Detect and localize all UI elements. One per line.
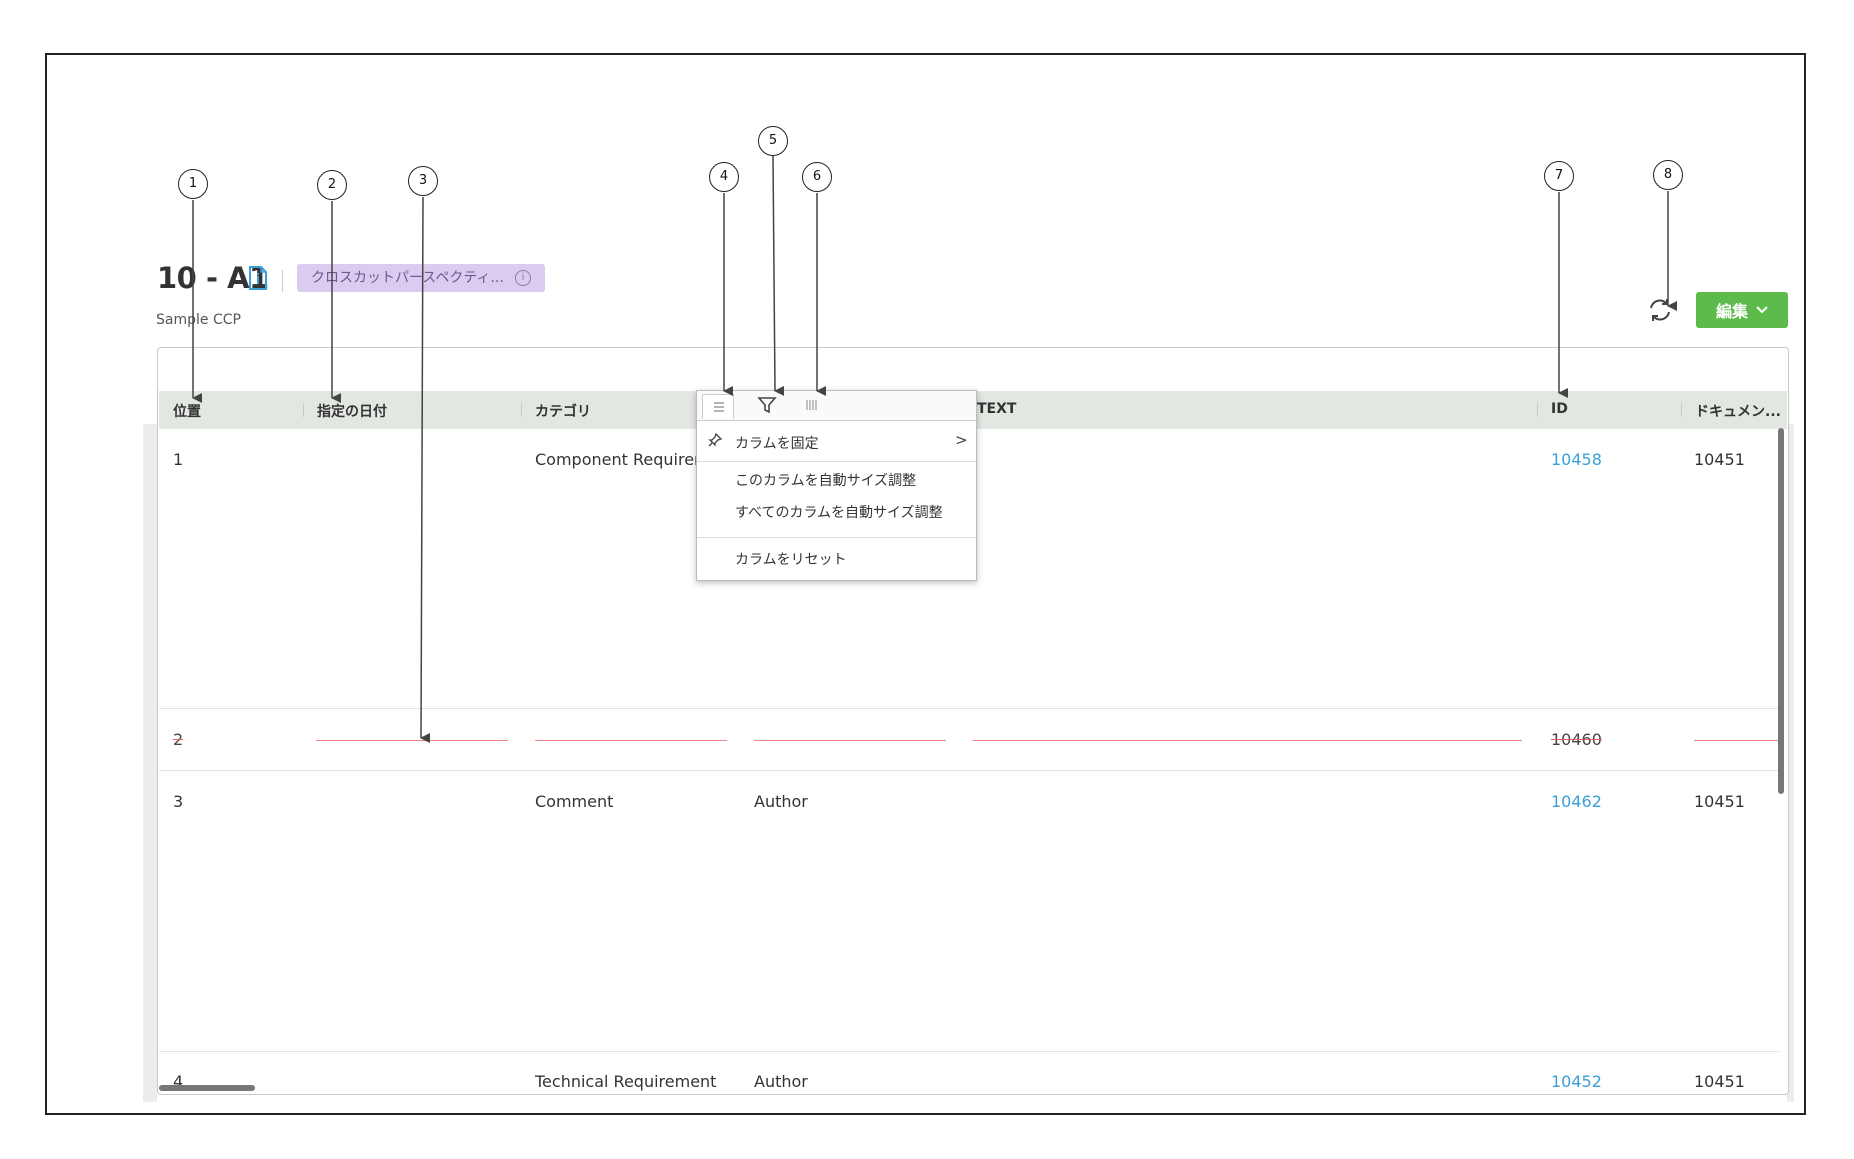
callout-8: 8 (1653, 160, 1683, 190)
column-menu-tabs (697, 391, 976, 421)
menu-item-autosize-all[interactable]: すべてのカラムを自動サイズ調整 (735, 505, 943, 521)
submenu-arrow-icon: > (955, 431, 968, 449)
table-side-shadow-left (143, 424, 157, 1102)
column-divider (1537, 403, 1538, 417)
perspective-tag-label: クロスカットパースペクティ... (311, 270, 504, 286)
column-header-id[interactable]: ID (1551, 401, 1568, 417)
edit-button[interactable]: 編集 (1696, 292, 1788, 328)
cell-document: 10451 (1694, 1072, 1745, 1091)
cell-position: 1 (173, 450, 184, 469)
callout-2: 2 (317, 170, 347, 200)
pin-icon (708, 432, 723, 447)
callout-1: 1 (178, 169, 208, 199)
cell-position: 4 (173, 1072, 184, 1091)
columns-icon[interactable] (805, 399, 819, 411)
callout-7: 7 (1544, 161, 1574, 191)
strike-line (535, 740, 727, 741)
table-side-shadow-right (1787, 424, 1794, 1102)
cell-id-link[interactable]: 10458 (1551, 450, 1602, 469)
perspective-tag[interactable]: クロスカットパースペクティ... i (297, 264, 545, 292)
strike-line (1694, 740, 1779, 741)
row-divider (159, 1051, 1779, 1052)
callout-5: 5 (758, 126, 788, 156)
column-header-category[interactable]: カテゴリ (535, 404, 591, 420)
chevron-down-icon (1756, 306, 1768, 314)
cell-id: 10460 (1551, 730, 1602, 749)
menu-item-reset-columns[interactable]: カラムをリセット (735, 552, 847, 568)
column-divider (303, 403, 304, 417)
cell-category: Component Requirem (535, 450, 710, 469)
cell-document: 10451 (1694, 450, 1745, 469)
figure-frame (45, 53, 1806, 1115)
strike-line (973, 740, 1522, 741)
menu-item-autosize-this[interactable]: このカラムを自動サイズ調整 (735, 473, 917, 489)
edit-button-label: 編集 (1715, 302, 1748, 321)
column-header-text[interactable]: TEXT (977, 401, 1017, 417)
row-divider (159, 770, 1779, 771)
vertical-scrollbar[interactable] (1778, 428, 1784, 794)
menu-divider (697, 537, 976, 538)
cell-category: Technical Requirement (535, 1072, 717, 1091)
menu-tab-general[interactable] (702, 394, 734, 419)
menu-divider (697, 461, 976, 462)
menu-icon (714, 402, 724, 412)
document-info-icon[interactable] (248, 266, 268, 290)
column-divider (1681, 403, 1682, 417)
callout-arrow-5 (772, 155, 785, 396)
callout-4: 4 (709, 162, 739, 192)
column-header-date[interactable]: 指定の日付 (317, 404, 387, 420)
callout-6: 6 (802, 162, 832, 192)
filter-icon[interactable] (757, 396, 777, 414)
table-row[interactable]: 4 Technical Requirement Author 10452 104… (159, 1052, 1779, 1092)
cell-id-link[interactable]: 10462 (1551, 792, 1602, 811)
menu-item-pin-column[interactable]: カラムを固定 (735, 436, 819, 452)
cell-author: Author (754, 1072, 808, 1091)
cell-category: Comment (535, 792, 614, 811)
column-divider (521, 403, 522, 417)
page-subtitle: Sample CCP (156, 312, 241, 328)
cell-position: 2 (173, 730, 184, 749)
strike-line (316, 740, 508, 741)
cell-position: 3 (173, 792, 184, 811)
row-divider (159, 708, 1779, 709)
cell-author: Author (754, 792, 808, 811)
column-menu: カラムを固定 > このカラムを自動サイズ調整 すべてのカラムを自動サイズ調整 カ… (696, 390, 977, 581)
callout-arrow-3 (420, 196, 431, 744)
cell-id-link[interactable]: 10452 (1551, 1072, 1602, 1091)
strike-line (754, 740, 946, 741)
info-icon[interactable]: i (515, 270, 531, 286)
column-header-document[interactable]: ドキュメン... (1695, 404, 1781, 420)
cell-document: 10451 (1694, 792, 1745, 811)
column-header-position[interactable]: 位置 (173, 404, 201, 420)
horizontal-scrollbar[interactable] (159, 1085, 255, 1091)
callout-3: 3 (408, 166, 438, 196)
title-separator (282, 270, 283, 292)
